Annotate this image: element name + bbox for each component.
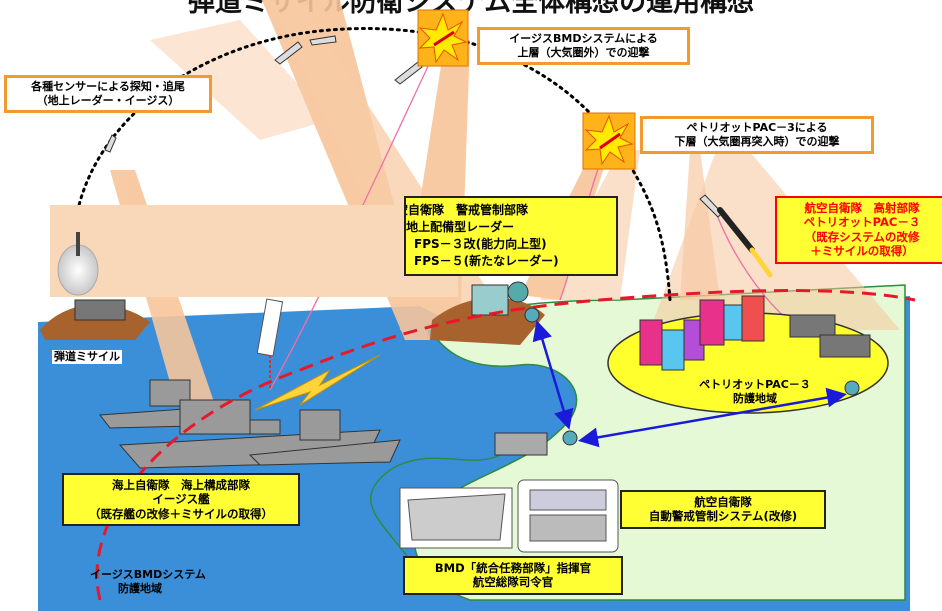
pac3-area-label: ペトリオットPAC－３ 防護地域 bbox=[690, 378, 820, 406]
overlay-block bbox=[50, 205, 458, 297]
radar-dome bbox=[507, 281, 529, 303]
explosion-lower bbox=[582, 112, 636, 170]
aegis-upper-line-1: イージスBMDシステムによる bbox=[509, 32, 658, 45]
city-buildings bbox=[639, 295, 765, 371]
coast-peninsula bbox=[369, 454, 501, 561]
aegis-upper-label: イージスBMDシステムによる 上層（大気圏外）での迎撃 bbox=[477, 27, 690, 65]
sensors-line-1: 各種センサーによる探知・追尾 bbox=[31, 80, 185, 93]
radar-unit-line-4: FPS－５(新たなレーダー) bbox=[414, 254, 559, 268]
asdf-missile-unit-label: 航空自衛隊 高射部隊 ペトリオットPAC－３ （既存システムの改修 ＋ミサイルの… bbox=[775, 196, 942, 264]
commander-label: BMD「統合任務部隊」指揮官 航空総隊司令官 bbox=[403, 556, 623, 595]
jadge-line-1: 航空自衛隊 bbox=[694, 495, 752, 509]
jadge-line-2: 自動警戒管制システム(改修) bbox=[648, 509, 798, 524]
antenna-pac3 bbox=[844, 380, 860, 396]
asdf-missile-line-3: （既存システムの改修 bbox=[804, 229, 920, 244]
launcher-vehicle bbox=[74, 299, 126, 321]
radar-unit-line-1: 航空自衛隊 警戒管制部隊 bbox=[406, 203, 529, 217]
antenna-jadge bbox=[562, 430, 578, 446]
asdf-missile-line-4: ＋ミサイルの取得） bbox=[810, 244, 914, 259]
msdf-line-3: （既存艦の改修＋ミサイルの取得） bbox=[89, 506, 273, 521]
link-radar-jadge bbox=[532, 320, 574, 430]
radar-unit-label: 航空自衛隊 警戒管制部隊 ・ 地上配備型レーダー FPS－３改(能力向上型) F… bbox=[404, 196, 618, 276]
aegis-upper-line-2: 上層（大気圏外）での迎撃 bbox=[517, 45, 650, 59]
missiles-in-flight bbox=[104, 35, 723, 218]
radar-unit-line-2: ・ 地上配備型レーダー bbox=[406, 220, 515, 234]
msdf-line-1: 海上自衛隊 海上構成部隊 bbox=[112, 478, 250, 492]
antenna-radar bbox=[524, 307, 540, 323]
aegis-area-label: イージスBMDシステム 防護地域 bbox=[90, 568, 206, 596]
aegis-area-line-1: イージスBMDシステム bbox=[90, 568, 206, 581]
pac3-lower-line-2: 下層（大気圏再突入時）での迎撃 bbox=[674, 134, 840, 148]
datalink-bolt bbox=[254, 354, 381, 411]
pac3-area-line-2: 防護地域 bbox=[733, 391, 777, 405]
pac3-plume bbox=[749, 247, 773, 278]
pac3-interceptor bbox=[717, 207, 755, 253]
radar-unit-line-3: FPS－３改(能力向上型) bbox=[414, 237, 547, 251]
pac3-launchers bbox=[789, 314, 871, 358]
ballistic-missile-label: 弾道ミサイル bbox=[52, 350, 122, 364]
aegis-area-boundary bbox=[95, 289, 916, 601]
msdf-label: 海上自衛隊 海上構成部隊 イージス艦 （既存艦の改修＋ミサイルの取得） bbox=[62, 473, 300, 527]
sensors-label: 各種センサーによる探知・追尾 （地上レーダー・イージス） bbox=[4, 75, 212, 113]
pac3-lower-line-1: ペトリオットPAC－3による bbox=[686, 121, 828, 134]
commander-line-1: BMD「統合任務部隊」指揮官 bbox=[434, 561, 592, 575]
sensors-line-2: （地上レーダー・イージス） bbox=[36, 93, 180, 107]
asdf-missile-line-2: ペトリオットPAC－３ bbox=[803, 215, 921, 230]
pac3-area-line-1: ペトリオットPAC－３ bbox=[699, 378, 811, 391]
aegis-area-line-2: 防護地域 bbox=[118, 581, 162, 595]
explosion-upper bbox=[417, 9, 469, 67]
msdf-line-2: イージス艦 bbox=[152, 492, 210, 507]
pac3-lower-label: ペトリオットPAC－3による 下層（大気圏再突入時）での迎撃 bbox=[640, 116, 874, 154]
aegis-ships bbox=[99, 379, 401, 469]
link-jadge-pac3 bbox=[578, 387, 847, 448]
commander-line-2: 航空総隊司令官 bbox=[472, 575, 554, 590]
jadge-label: 航空自衛隊 自動警戒管制システム(改修) bbox=[620, 490, 826, 529]
ship-interceptor bbox=[256, 298, 284, 357]
jadge-building bbox=[494, 432, 548, 456]
asdf-missile-line-1: 航空自衛隊 高射部隊 bbox=[804, 201, 920, 215]
